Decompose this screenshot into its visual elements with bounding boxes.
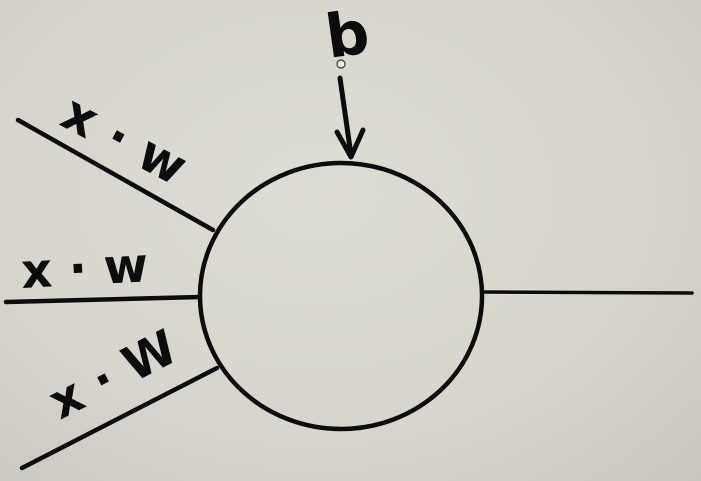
input-line-middle — [3, 294, 203, 305]
cursor-dot — [336, 59, 346, 69]
input-line-bottom — [19, 365, 220, 471]
bias-label: b — [321, 0, 373, 73]
bias-arrow-head — [334, 127, 366, 160]
bias-arrow-shaft — [337, 75, 354, 158]
output-line — [481, 290, 694, 295]
input-label-bottom: x · W — [40, 319, 186, 430]
input-label-middle: x · w — [20, 237, 150, 300]
input-line-top — [15, 117, 216, 233]
neuron-circle — [197, 160, 485, 432]
